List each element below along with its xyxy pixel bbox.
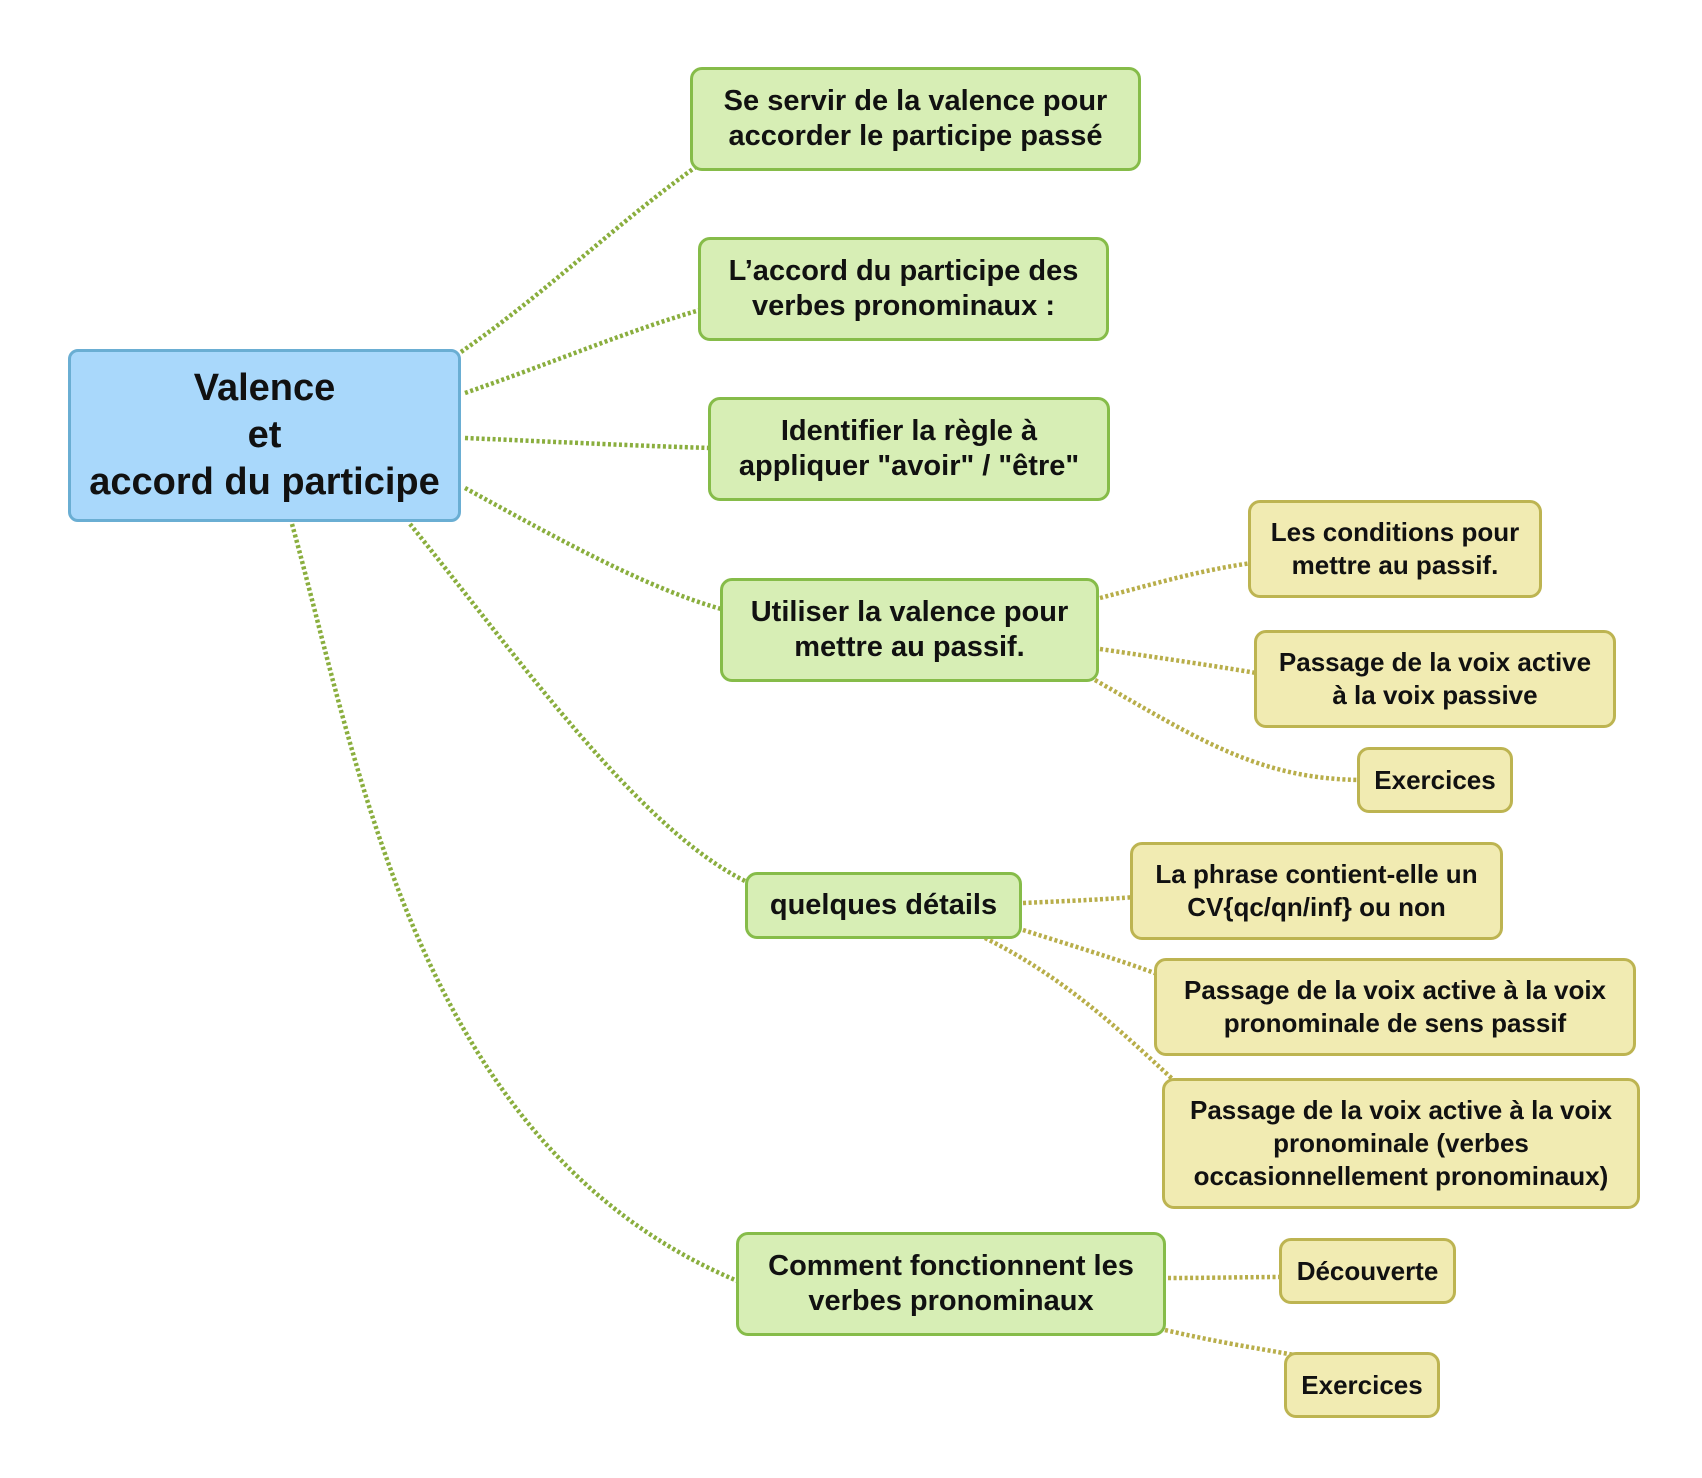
leaf-label: Passage de la voix active à la voix pass… [1278, 647, 1592, 710]
leaf-node-decouverte[interactable]: Découverte [1279, 1238, 1456, 1304]
branch-label: Comment fonctionnent les verbes pronomin… [768, 1250, 1134, 1317]
connector-passif-active-passive [1099, 646, 1263, 677]
leaf-label: Découverte [1296, 1255, 1439, 1286]
branch-label: L’accord du participe des verbes pronomi… [728, 255, 1079, 322]
branch-node-pronominaux-accord[interactable]: L’accord du participe des verbes pronomi… [698, 237, 1109, 341]
leaf-node-exercices-pronominaux[interactable]: Exercices [1284, 1352, 1440, 1418]
connector-root-branch-2 [464, 307, 701, 396]
connector-details-cv [1022, 894, 1136, 906]
leaf-label: Passage de la voix active à la voix pron… [1189, 1095, 1613, 1191]
leaf-node-phrase-cv[interactable]: La phrase contient-elle un CV{qc/qn/inf}… [1130, 842, 1503, 940]
connector-passif-conditions [1099, 560, 1253, 601]
leaf-label: Passage de la voix active à la voix pron… [1183, 975, 1607, 1038]
branch-label: quelques détails [769, 889, 998, 921]
connector-passif-exercices [1093, 678, 1366, 783]
root-label: Valence et accord du participe [89, 367, 440, 503]
branch-node-quelques-details[interactable]: quelques détails [745, 872, 1022, 939]
branch-label: Utiliser la valence pour mettre au passi… [750, 596, 1069, 663]
leaf-node-conditions-passif[interactable]: Les conditions pour mettre au passif. [1248, 500, 1542, 598]
connector-root-branch-4 [463, 486, 726, 613]
leaf-node-active-passive[interactable]: Passage de la voix active à la voix pass… [1254, 630, 1616, 728]
connector-pronominaux-decouverte [1167, 1274, 1285, 1281]
branch-node-regle-avoir-etre[interactable]: Identifier la règle à appliquer "avoir" … [708, 397, 1110, 501]
leaf-label: La phrase contient-elle un CV{qc/qn/inf}… [1155, 859, 1478, 922]
branch-node-valence-participe[interactable]: Se servir de la valence pour accorder le… [690, 67, 1141, 171]
leaf-label: Exercices [1374, 764, 1496, 795]
connector-root-branch-6 [289, 523, 741, 1285]
connector-details-occasionnellement [984, 935, 1182, 1088]
branch-label: Identifier la règle à appliquer "avoir" … [738, 415, 1080, 482]
branch-node-passif[interactable]: Utiliser la valence pour mettre au passi… [720, 578, 1099, 682]
connector-root-branch-5 [408, 522, 748, 885]
root-node-valence[interactable]: Valence et accord du participe [68, 349, 461, 522]
connector-root-branch-1 [459, 162, 702, 354]
leaf-node-occasionnellement-pronominaux[interactable]: Passage de la voix active à la voix pron… [1162, 1078, 1640, 1209]
leaf-node-pronominale-sens-passif[interactable]: Passage de la voix active à la voix pron… [1154, 958, 1636, 1056]
leaf-label: Les conditions pour mettre au passif. [1270, 517, 1520, 580]
leaf-node-exercices-passif[interactable]: Exercices [1357, 747, 1513, 813]
leaf-label: Exercices [1301, 1369, 1423, 1400]
connector-details-pronominale-passif [1022, 927, 1161, 978]
branch-label: Se servir de la valence pour accorder le… [723, 85, 1108, 152]
branch-node-verbes-pronominaux[interactable]: Comment fonctionnent les verbes pronomin… [736, 1232, 1166, 1336]
connector-root-branch-3 [464, 435, 713, 451]
